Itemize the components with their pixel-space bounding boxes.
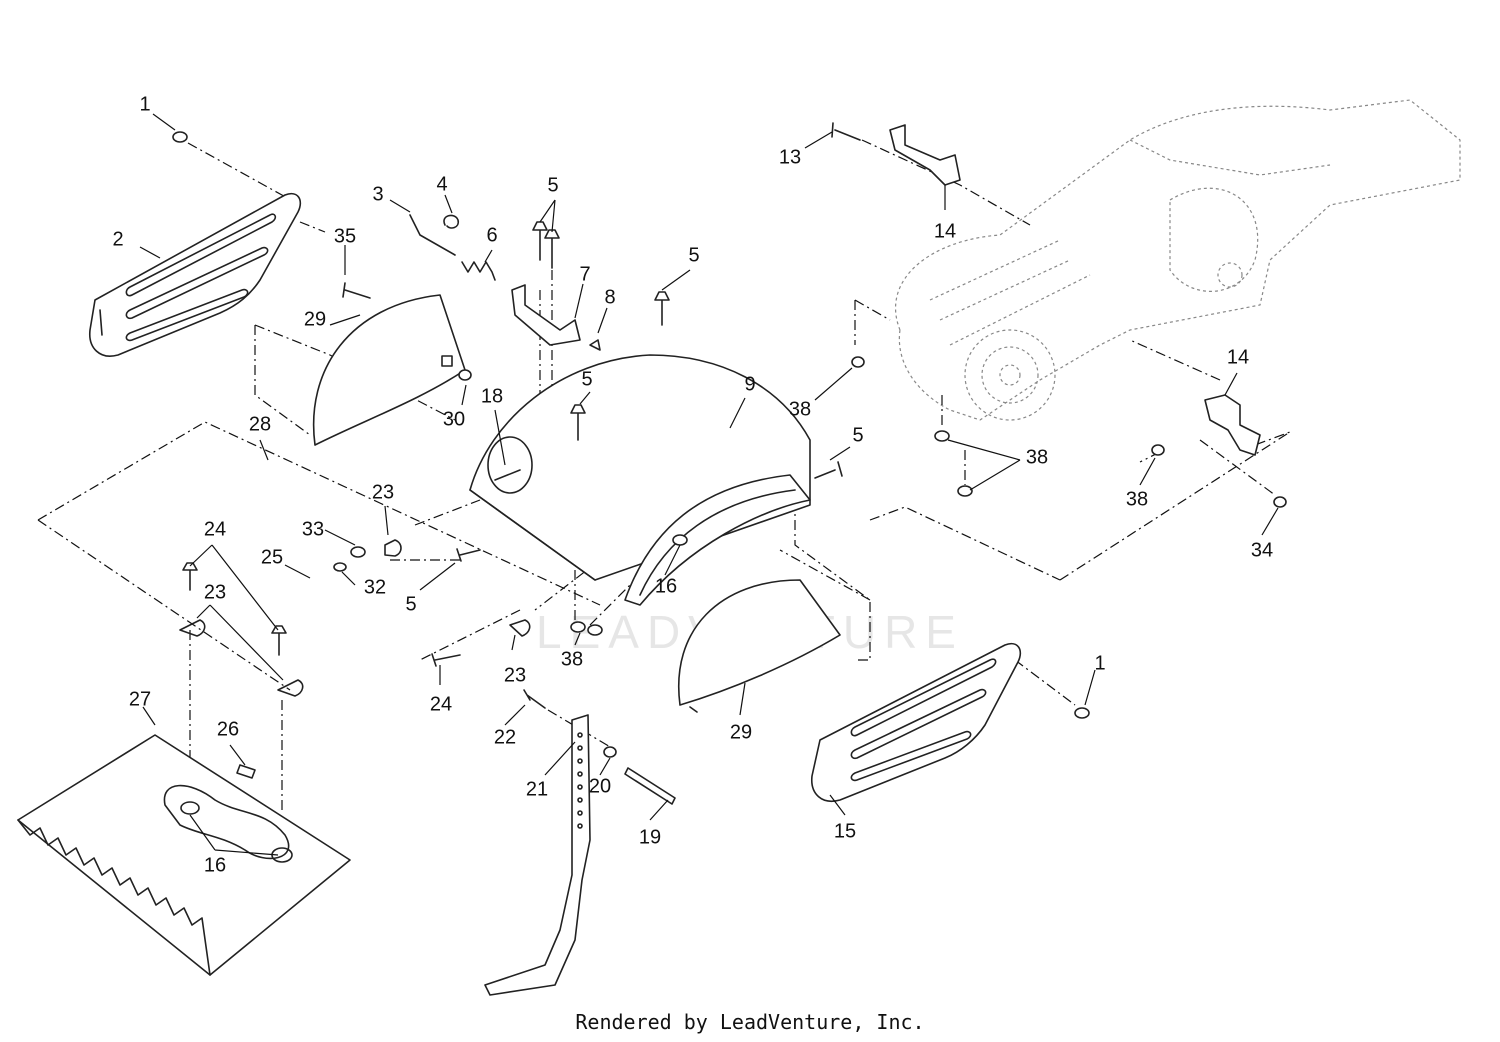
callout-4: 4 (436, 173, 447, 195)
callout-9: 9 (744, 373, 755, 395)
callout-33: 33 (302, 518, 324, 540)
callout-5: 5 (688, 244, 699, 266)
callout-38: 38 (1026, 446, 1048, 468)
callout-5: 5 (405, 593, 416, 615)
callout-32: 32 (364, 576, 386, 598)
callout-1: 1 (139, 93, 150, 115)
callout-26: 26 (217, 718, 239, 740)
callout-38: 38 (561, 648, 583, 670)
callout-20: 20 (589, 775, 611, 797)
callout-38: 38 (789, 398, 811, 420)
callout-22: 22 (494, 726, 516, 748)
deflector-plate (17, 734, 351, 976)
callout-2: 2 (112, 228, 123, 250)
callout-34: 34 (1251, 539, 1273, 561)
callout-21: 21 (526, 778, 548, 800)
side-plate-right (811, 643, 1022, 802)
depth-bar (484, 714, 591, 996)
transmission-housing-outline (894, 99, 1461, 421)
callout-35: 35 (334, 225, 356, 247)
callout-24: 24 (430, 693, 452, 715)
callout-24: 24 (204, 518, 226, 540)
callout-14: 14 (1227, 346, 1249, 368)
callout-19: 19 (639, 826, 661, 848)
callouts: 1 1 2 3 4 5 5 5 5 5 6 7 8 9 13 14 14 15 … (112, 93, 1273, 876)
latch-rod (409, 214, 456, 256)
callout-25: 25 (261, 546, 283, 568)
footer-credit: Rendered by LeadVenture, Inc. (575, 1010, 925, 1034)
callout-29: 29 (304, 308, 326, 330)
mount-bracket-lower (1204, 394, 1261, 456)
spring (461, 261, 496, 281)
assembly-lines (37, 139, 1291, 810)
callout-13: 13 (779, 146, 801, 168)
callout-23: 23 (372, 481, 394, 503)
callout-5: 5 (581, 368, 592, 390)
callout-3: 3 (372, 183, 383, 205)
callout-16: 16 (655, 575, 677, 597)
callout-27: 27 (129, 688, 151, 710)
callout-18: 18 (481, 385, 503, 407)
shield-left (312, 294, 466, 446)
hitch-pin (624, 767, 676, 805)
latch-bracket (511, 284, 581, 346)
callout-1: 1 (1094, 652, 1105, 674)
callout-23: 23 (504, 664, 526, 686)
callout-15: 15 (834, 820, 856, 842)
shield-right (678, 579, 841, 713)
side-plate-left (89, 193, 302, 357)
callout-30: 30 (443, 408, 465, 430)
callout-6: 6 (486, 224, 497, 246)
callout-7: 7 (579, 263, 590, 285)
hood-flap (624, 474, 811, 606)
callout-8: 8 (604, 286, 615, 308)
tine-hood (469, 354, 811, 581)
leader-lines (139, 113, 1279, 856)
mount-bracket-upper (889, 124, 961, 186)
callout-5: 5 (547, 174, 558, 196)
hardware (172, 122, 1287, 758)
callout-14: 14 (934, 220, 956, 242)
callout-23: 23 (204, 581, 226, 603)
callout-16: 16 (204, 854, 226, 876)
hair-clip (443, 214, 460, 229)
callout-29: 29 (730, 721, 752, 743)
callout-28: 28 (249, 413, 271, 435)
callout-5: 5 (852, 424, 863, 446)
callout-38: 38 (1126, 488, 1148, 510)
